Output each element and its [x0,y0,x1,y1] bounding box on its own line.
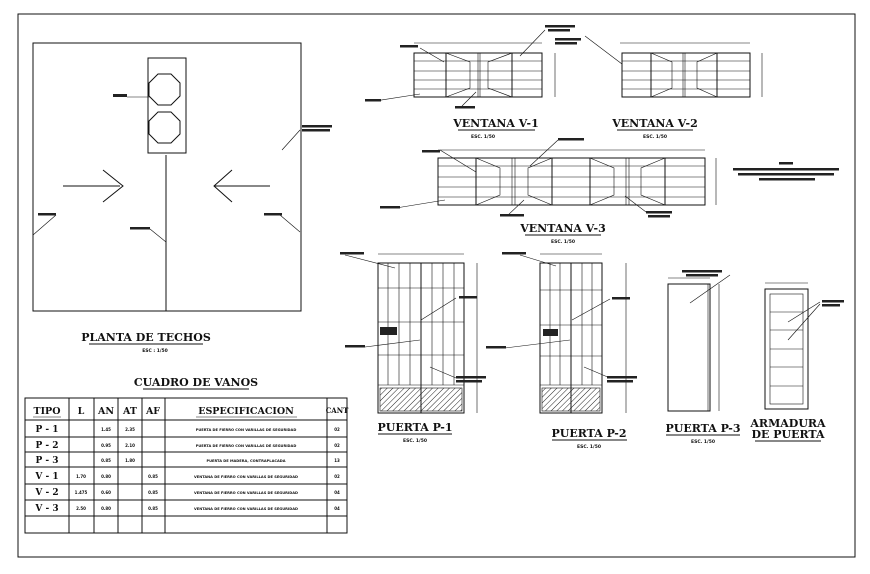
door-p3-title: PUERTA P-3 [665,422,740,435]
armadura-title-line1: ARMADURA [749,417,826,430]
svg-text:02: 02 [334,474,340,479]
svg-text:04: 04 [334,506,340,511]
annotation-marks [340,25,844,383]
annotation-mark [38,213,56,216]
roof-plan-scale: ESC : 1/50 [142,348,168,354]
leader-roof-note [281,129,301,151]
svg-text:P - 2: P - 2 [35,441,58,451]
svg-text:PUERTA DE FIERRO CON VARILLAS: PUERTA DE FIERRO CON VARILLAS DE SEGURID… [196,428,297,432]
svg-text:VENTANA DE FIERRO CON VARILLAS: VENTANA DE FIERRO CON VARILLAS DE SEGURI… [194,507,298,511]
col-at: AT [122,406,137,417]
annotation-mark [113,94,127,97]
svg-text:P - 1: P - 1 [35,425,58,435]
window-v1: VENTANA V-1 ESC. 1/50 [374,29,556,140]
bottom-panel [379,387,463,412]
svg-text:0.60: 0.60 [101,490,111,495]
tank-octagon-top [148,73,181,106]
door-p2: PUERTA P-2 ESC. 1/50 [504,253,627,450]
svg-text:0.85: 0.85 [148,506,158,511]
svg-text:0.80: 0.80 [101,474,111,479]
roof-outline [32,42,302,312]
general-note [733,162,839,181]
schedule-title: CUADRO DE VANOS [134,376,258,389]
door-p3-scale: ESC. 1/50 [691,439,715,445]
svg-text:13: 13 [334,458,340,463]
svg-text:V - 1: V - 1 [34,472,58,482]
tank-octagon-bottom [148,111,181,144]
door-p1-title: PUERTA P-1 [377,421,452,434]
bottom-panel [541,387,601,412]
sheet-border [17,13,856,558]
window-v3-title: VENTANA V-3 [519,222,605,235]
svg-text:1.45: 1.45 [101,427,111,432]
svg-text:PUERTA DE FIERRO CON VARILLAS: PUERTA DE FIERRO CON VARILLAS DE SEGURID… [196,444,297,448]
door-p1: PUERTA P-1 ESC. 1/50 [344,253,478,444]
svg-text:V - 2: V - 2 [34,488,58,498]
door-p1-scale: ESC. 1/50 [403,438,427,444]
svg-text:VENTANA DE FIERRO CON VARILLAS: VENTANA DE FIERRO CON VARILLAS DE SEGURI… [194,475,298,479]
col-especificacion: ESPECIFICACION [198,406,294,417]
water-tank [147,57,187,154]
leader-ridge [149,228,167,243]
slope-arrow-right-head [213,169,233,203]
schedule-table: CUADRO DE VANOS TIPO L AN AT AF ESPECIFI… [24,376,349,534]
svg-text:0.85: 0.85 [148,490,158,495]
table-row: P - 1 1.45 2.35 PUERTA DE FIERRO CON VAR… [35,425,340,435]
table-row: V - 2 1.475 0.60 0.85 VENTANA DE FIERRO … [34,488,340,498]
window-v3: VENTANA V-3 ESC. 1/50 [395,139,717,245]
table-frame [24,397,348,534]
table-row: P - 2 0.95 2.10 PUERTA DE FIERRO CON VAR… [35,441,340,451]
col-af: AF [145,406,160,417]
col-tipo: TIPO [34,406,61,417]
svg-text:2.35: 2.35 [125,427,135,432]
svg-text:1.475: 1.475 [75,490,88,495]
door-frame-detail: ARMADURA DE PUERTA [749,282,826,442]
slope-arrow-left-head [102,169,124,203]
svg-text:04: 04 [334,490,340,495]
svg-text:2.10: 2.10 [125,443,135,448]
svg-text:VENTANA DE FIERRO CON VARILLAS: VENTANA DE FIERRO CON VARILLAS DE SEGURI… [194,491,298,495]
table-row: V - 1 1.70 0.80 0.85 VENTANA DE FIERRO C… [34,472,340,482]
annotation-mark [302,125,332,128]
window-v1-title: VENTANA V-1 [452,117,538,130]
table-row: V - 3 2.50 0.80 0.85 VENTANA DE FIERRO C… [34,504,340,514]
leader-left [32,214,57,236]
armadura-title-line2: DE PUERTA [751,428,825,441]
col-cant: CANT [326,406,349,415]
table-row: P - 3 0.85 1.80 PUERTA DE MADERA, CONTRA… [35,456,340,466]
window-v2: VENTANA V-2 ESC. 1/50 [584,35,763,140]
svg-text:1.80: 1.80 [125,458,135,463]
svg-text:1.70: 1.70 [76,474,86,479]
annotation-mark [130,227,150,230]
door-p2-scale: ESC. 1/50 [577,444,601,450]
svg-text:02: 02 [334,443,340,448]
svg-text:2.50: 2.50 [76,506,86,511]
roof-plan: PLANTA DE TECHOS ESC : 1/50 [32,42,332,354]
col-l: L [78,406,85,417]
svg-text:PUERTA DE MADERA, CONTRAPLACAD: PUERTA DE MADERA, CONTRAPLACADA [206,459,285,463]
svg-text:V - 3: V - 3 [34,504,58,514]
window-v2-title: VENTANA V-2 [611,117,697,130]
window-v2-scale: ESC. 1/50 [643,134,667,140]
window-v1-scale: ESC. 1/50 [471,134,495,140]
annotation-mark [264,213,282,216]
roof-plan-title: PLANTA DE TECHOS [81,331,211,344]
svg-text:0.95: 0.95 [101,443,111,448]
window-v3-scale: ESC. 1/50 [551,239,575,245]
svg-text:0.80: 0.80 [101,506,111,511]
col-an: AN [97,406,114,417]
lock-box [543,329,558,336]
door-p3: PUERTA P-3 ESC. 1/50 [665,274,741,445]
svg-text:02: 02 [334,427,340,432]
svg-text:P - 3: P - 3 [35,456,58,466]
door-p2-title: PUERTA P-2 [551,427,626,440]
lock-box [380,327,397,335]
leader-right [279,214,301,233]
svg-text:0.85: 0.85 [148,474,158,479]
annotation-mark [302,129,330,132]
svg-text:0.85: 0.85 [101,458,111,463]
